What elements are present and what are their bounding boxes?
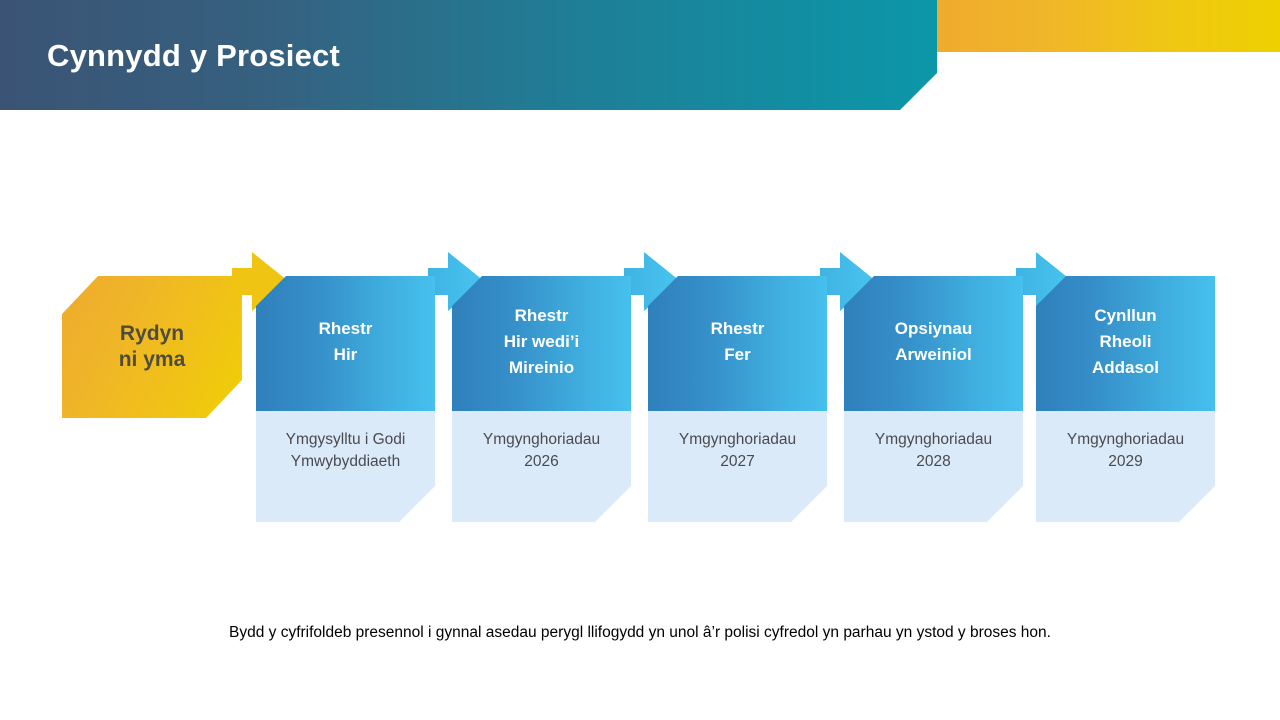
stage-card-5[interactable]: Cynllun Rheoli Addasol Ymgynghoriadau 20… [1036, 276, 1215, 522]
stage-card-1-header: Rhestr Hir [256, 276, 435, 411]
stage-card-4[interactable]: Opsiynau Arweiniol Ymgynghoriadau 2028 [844, 276, 1023, 522]
footnote-text: Bydd y cyfrifoldeb presennol i gynnal as… [229, 624, 1051, 641]
arrow-connector-5-icon [1016, 252, 1074, 311]
stage-card-4-body: Ymgynghoriadau 2028 [844, 411, 1023, 522]
arrow-connector-1-icon [232, 252, 290, 311]
stage-card-2-title: Rhestr Hir wedi’i Mireinio [503, 305, 580, 377]
current-stage-marker: Rydyn ni yma [62, 276, 242, 418]
arrow-connector-2-icon [428, 252, 486, 311]
stage-card-3[interactable]: Rhestr Fer Ymgynghoriadau 2027 [648, 276, 827, 522]
stage-card-1-subtitle: Ymgysylltu i Godi Ymwybyddiaeth [285, 431, 406, 470]
stage-card-5-body: Ymgynghoriadau 2029 [1036, 411, 1215, 522]
stage-card-5-title: Cynllun Rheoli Addasol [1091, 305, 1160, 377]
stage-card-4-subtitle: Ymgynghoriadau 2028 [874, 431, 993, 470]
stage-card-1-title: Rhestr Hir [318, 318, 373, 364]
stage-card-5-header: Cynllun Rheoli Addasol [1036, 276, 1215, 411]
stage-card-3-title: Rhestr Fer [710, 318, 765, 364]
stage-card-2-subtitle: Ymgynghoriadau 2026 [482, 431, 601, 470]
stage-card-3-body: Ymgynghoriadau 2027 [648, 411, 827, 522]
stage-card-2-body: Ymgynghoriadau 2026 [452, 411, 631, 522]
stage-card-3-header: Rhestr Fer [648, 276, 827, 411]
current-stage-marker-label: Rydyn ni yma [118, 322, 186, 371]
stage-card-4-title: Opsiynau Arweiniol [894, 318, 973, 364]
stage-card-4-header: Opsiynau Arweiniol [844, 276, 1023, 411]
stage-card-1[interactable]: Rhestr Hir Ymgysylltu i Godi Ymwybyddiae… [256, 276, 435, 522]
stage-card-1-body: Ymgysylltu i Godi Ymwybyddiaeth [256, 411, 435, 522]
stage-card-2[interactable]: Rhestr Hir wedi’i Mireinio Ymgynghoriada… [452, 276, 631, 522]
stage-card-5-subtitle: Ymgynghoriadau 2029 [1066, 431, 1185, 470]
stage-card-3-subtitle: Ymgynghoriadau 2027 [678, 431, 797, 470]
header-band [0, 0, 937, 110]
page-title: Cynnydd y Prosiect [47, 38, 341, 73]
header-accent-bar [936, 0, 1280, 52]
stage-card-2-header: Rhestr Hir wedi’i Mireinio [452, 276, 631, 411]
arrow-connector-4-icon [820, 252, 878, 311]
arrow-connector-3-icon [624, 252, 682, 311]
